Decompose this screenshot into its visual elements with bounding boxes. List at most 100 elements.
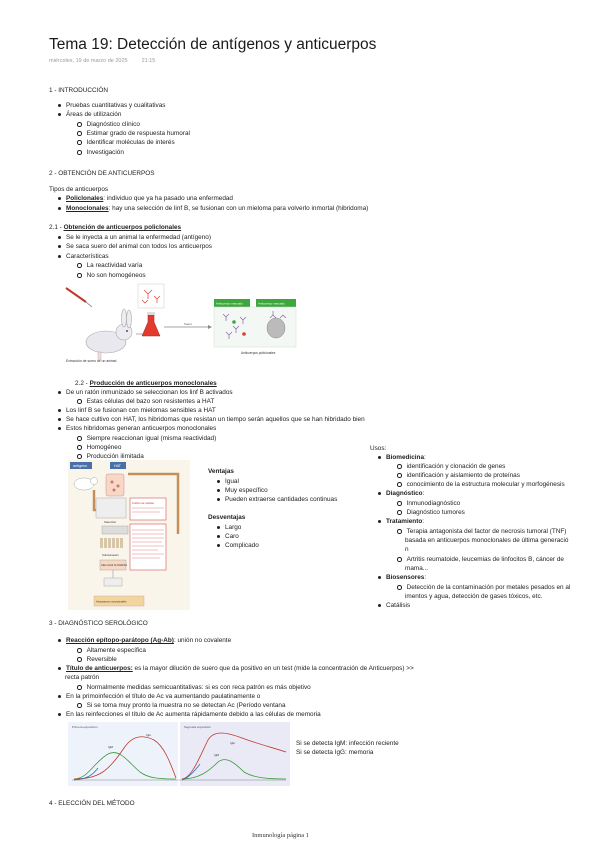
list-item: Pueden extraerse cantidades continuas bbox=[217, 495, 337, 504]
sub-list-item: identificación y aislamiento de proteína… bbox=[397, 471, 520, 480]
svg-text:IgG: IgG bbox=[230, 741, 236, 745]
svg-text:antígeno: antígeno bbox=[73, 464, 87, 468]
section-2-heading: 2 - OBTENCIÓN DE ANTICUERPOS bbox=[49, 170, 155, 177]
igg-curve bbox=[73, 736, 177, 780]
antigen-box bbox=[70, 462, 92, 469]
list-item: Pruebas cuantitativas y cualitativas bbox=[58, 101, 165, 110]
monoclonal-figure: antígeno HAT Cultivo de células Selecció… bbox=[68, 460, 190, 610]
sub-list-item-cont: n bbox=[405, 546, 409, 553]
list-item: Tratamiento: bbox=[378, 517, 424, 526]
sub-list-item: Inmunodiagnóstico bbox=[397, 499, 460, 508]
list-item: Áreas de utilización bbox=[58, 110, 121, 119]
section-3-heading: 3 - DIAGNÓSTICO SEROLÓGICO bbox=[49, 620, 148, 627]
list-item: Biomedicina: bbox=[378, 453, 426, 462]
sub-list-item: No son homogéneos bbox=[77, 271, 146, 280]
page-time: 21:15 bbox=[141, 58, 156, 64]
list-item: Diagnóstico: bbox=[378, 489, 424, 498]
sub-list-item: Diagnóstico clínico bbox=[77, 120, 140, 129]
list-item: Muy específico bbox=[217, 486, 268, 495]
igg-note: Si se detecta IgG: memoria bbox=[296, 749, 374, 756]
page-meta: miércoles, 19 de marzo de 2025 21:15 bbox=[49, 58, 155, 64]
ventajas-title: Ventajas bbox=[208, 468, 234, 475]
sub-list-item: Artritis reumatoide, leucemias de linfoc… bbox=[397, 555, 564, 564]
antigen-box bbox=[137, 283, 165, 309]
igm-curve bbox=[73, 752, 177, 780]
list-item: Los linf B se fusionan con mielomas sens… bbox=[58, 406, 216, 415]
sub-list-item: Reversible bbox=[77, 655, 117, 664]
flask-icon bbox=[141, 314, 161, 337]
desventajas-title: Desventajas bbox=[208, 514, 246, 521]
list-item: Caro bbox=[217, 532, 239, 541]
antibody-response-figure: Primera exposición Segunda exposición Ig… bbox=[68, 722, 290, 786]
sub-list-item: Homogéneo bbox=[77, 443, 121, 452]
sub-list-item-cont: mama... bbox=[405, 565, 429, 572]
list-item: En la primoinfección el título de Ac va … bbox=[58, 692, 260, 701]
list-item: En las reinfecciones el título de Ac aum… bbox=[58, 710, 321, 719]
svg-text:HAT: HAT bbox=[114, 464, 122, 468]
list-item: Estos hibridomas generan anticuerpos mon… bbox=[58, 424, 216, 433]
svg-text:Selección: Selección bbox=[104, 520, 117, 524]
list-item: Se le inyecta a un animal la enfermedad … bbox=[58, 233, 211, 242]
hat-box bbox=[110, 462, 126, 469]
svg-text:Subclonación: Subclonación bbox=[102, 553, 119, 557]
sub-list-item: La reactividad varía bbox=[77, 261, 142, 270]
sub-list-item: Terapia antagonista del factor de necros… bbox=[397, 527, 566, 536]
svg-text:IgM: IgM bbox=[214, 753, 220, 757]
sub-list-item: Diagnóstico tumores bbox=[397, 508, 465, 517]
sub-list-item: Normalmente medidas semicuantitativas: s… bbox=[77, 683, 311, 692]
list-item: Catálisis bbox=[378, 601, 410, 610]
svg-text:Anticuerpos monoclonales: Anticuerpos monoclonales bbox=[96, 600, 127, 604]
list-item: Características bbox=[58, 252, 109, 261]
page-title: Tema 19: Detección de antígenos y anticu… bbox=[49, 36, 377, 53]
sub-list-item: conocimiento de la estructura molecular … bbox=[397, 480, 565, 489]
sub-list-item: Altamente específica bbox=[77, 646, 146, 655]
svg-text:Anticuerpo marcado: Anticuerpo marcado bbox=[258, 302, 285, 306]
svg-text:Extracción de suero de un anim: Extracción de suero de un animal bbox=[66, 359, 117, 363]
list-item: Título de anticuerpos: es la mayor diluc… bbox=[58, 664, 414, 673]
svg-text:Segunda exposición: Segunda exposición bbox=[184, 725, 211, 729]
list-item: Se hace cultivo con HAT, los hibridomas … bbox=[58, 415, 365, 424]
green-box bbox=[214, 299, 250, 307]
types-intro: Tipos de anticuerpos bbox=[49, 186, 109, 193]
svg-text:Suero: Suero bbox=[184, 322, 192, 326]
list-item: Reacción epítopo-parátopo (Ag-Ab): unión… bbox=[58, 636, 231, 645]
usos-title: Usos: bbox=[370, 445, 387, 452]
sub-list-item: Siempre reaccionan igual (misma reactivi… bbox=[77, 434, 216, 443]
page-footer: Inmunología página 1 bbox=[252, 832, 310, 839]
list-item: Biosensores: bbox=[378, 573, 426, 582]
list-item: Monoclonales: hay una selección de linf … bbox=[58, 204, 368, 213]
sub-list-item: identificación y clonación de genes bbox=[397, 462, 505, 471]
sub-list-item: Estimar grado de respuesta humoral bbox=[77, 129, 190, 138]
rabbit-icon bbox=[85, 308, 133, 354]
svg-text:Cultivo de células: Cultivo de células bbox=[132, 501, 155, 505]
page-date: miércoles, 19 de marzo de 2025 bbox=[49, 58, 128, 64]
svg-text:Primera exposición: Primera exposición bbox=[72, 725, 98, 729]
list-item: Complicado bbox=[217, 541, 259, 550]
list-item: Policlonales: individuo que ya ha pasado… bbox=[58, 194, 233, 203]
sub-list-item: Estas células del bazo son resistentes a… bbox=[77, 397, 214, 406]
syringe-icon bbox=[65, 287, 93, 308]
section-4-heading: 4 - ELECCIÓN DEL MÉTODO bbox=[49, 800, 135, 807]
section-2-2-heading: 2.2 - Producción de anticuerpos monoclon… bbox=[75, 380, 217, 387]
sub-list-item-cont: basada en anticuerpos monoclonales de úl… bbox=[405, 537, 569, 544]
list-item: De un ratón inmunizado se seleccionan lo… bbox=[58, 388, 233, 397]
section-2-1-heading: 2.1 - Obtención de anticuerpos policlona… bbox=[49, 224, 182, 231]
sub-list-item: Investigación bbox=[77, 148, 124, 157]
sub-list-item: Si se toma muy pronto la muestra no se d… bbox=[77, 701, 286, 710]
green-box bbox=[256, 299, 296, 307]
list-item-cont: recta patrón bbox=[65, 674, 100, 681]
sub-list-item: Identificar moléculas de interés bbox=[77, 138, 175, 147]
sub-list-item-cont: imentos y agua, detección de gases tóxic… bbox=[405, 593, 543, 600]
svg-text:IgG: IgG bbox=[146, 733, 152, 737]
svg-text:CELLULAS CLONADAS: CELLULAS CLONADAS bbox=[101, 564, 127, 567]
list-item: Largo bbox=[217, 523, 241, 532]
list-item: Se saca suero del animal con todos los a… bbox=[58, 242, 212, 251]
section-1-heading: 1 - INTRODUCCIÓN bbox=[49, 87, 108, 94]
svg-text:IgM: IgM bbox=[108, 745, 114, 749]
svg-text:Anticuerpo marcado: Anticuerpo marcado bbox=[216, 302, 243, 306]
sub-list-item: Producción ilimitada bbox=[77, 452, 144, 461]
svg-text:Anticuerpos policlonales: Anticuerpos policlonales bbox=[241, 351, 276, 355]
igm-note: Si se detecta IgM: infección reciente bbox=[296, 740, 399, 747]
polyclonal-figure: Suero Anticuerpo marcado Anticuerpo marc… bbox=[65, 283, 297, 363]
antigen-curve bbox=[73, 767, 99, 781]
